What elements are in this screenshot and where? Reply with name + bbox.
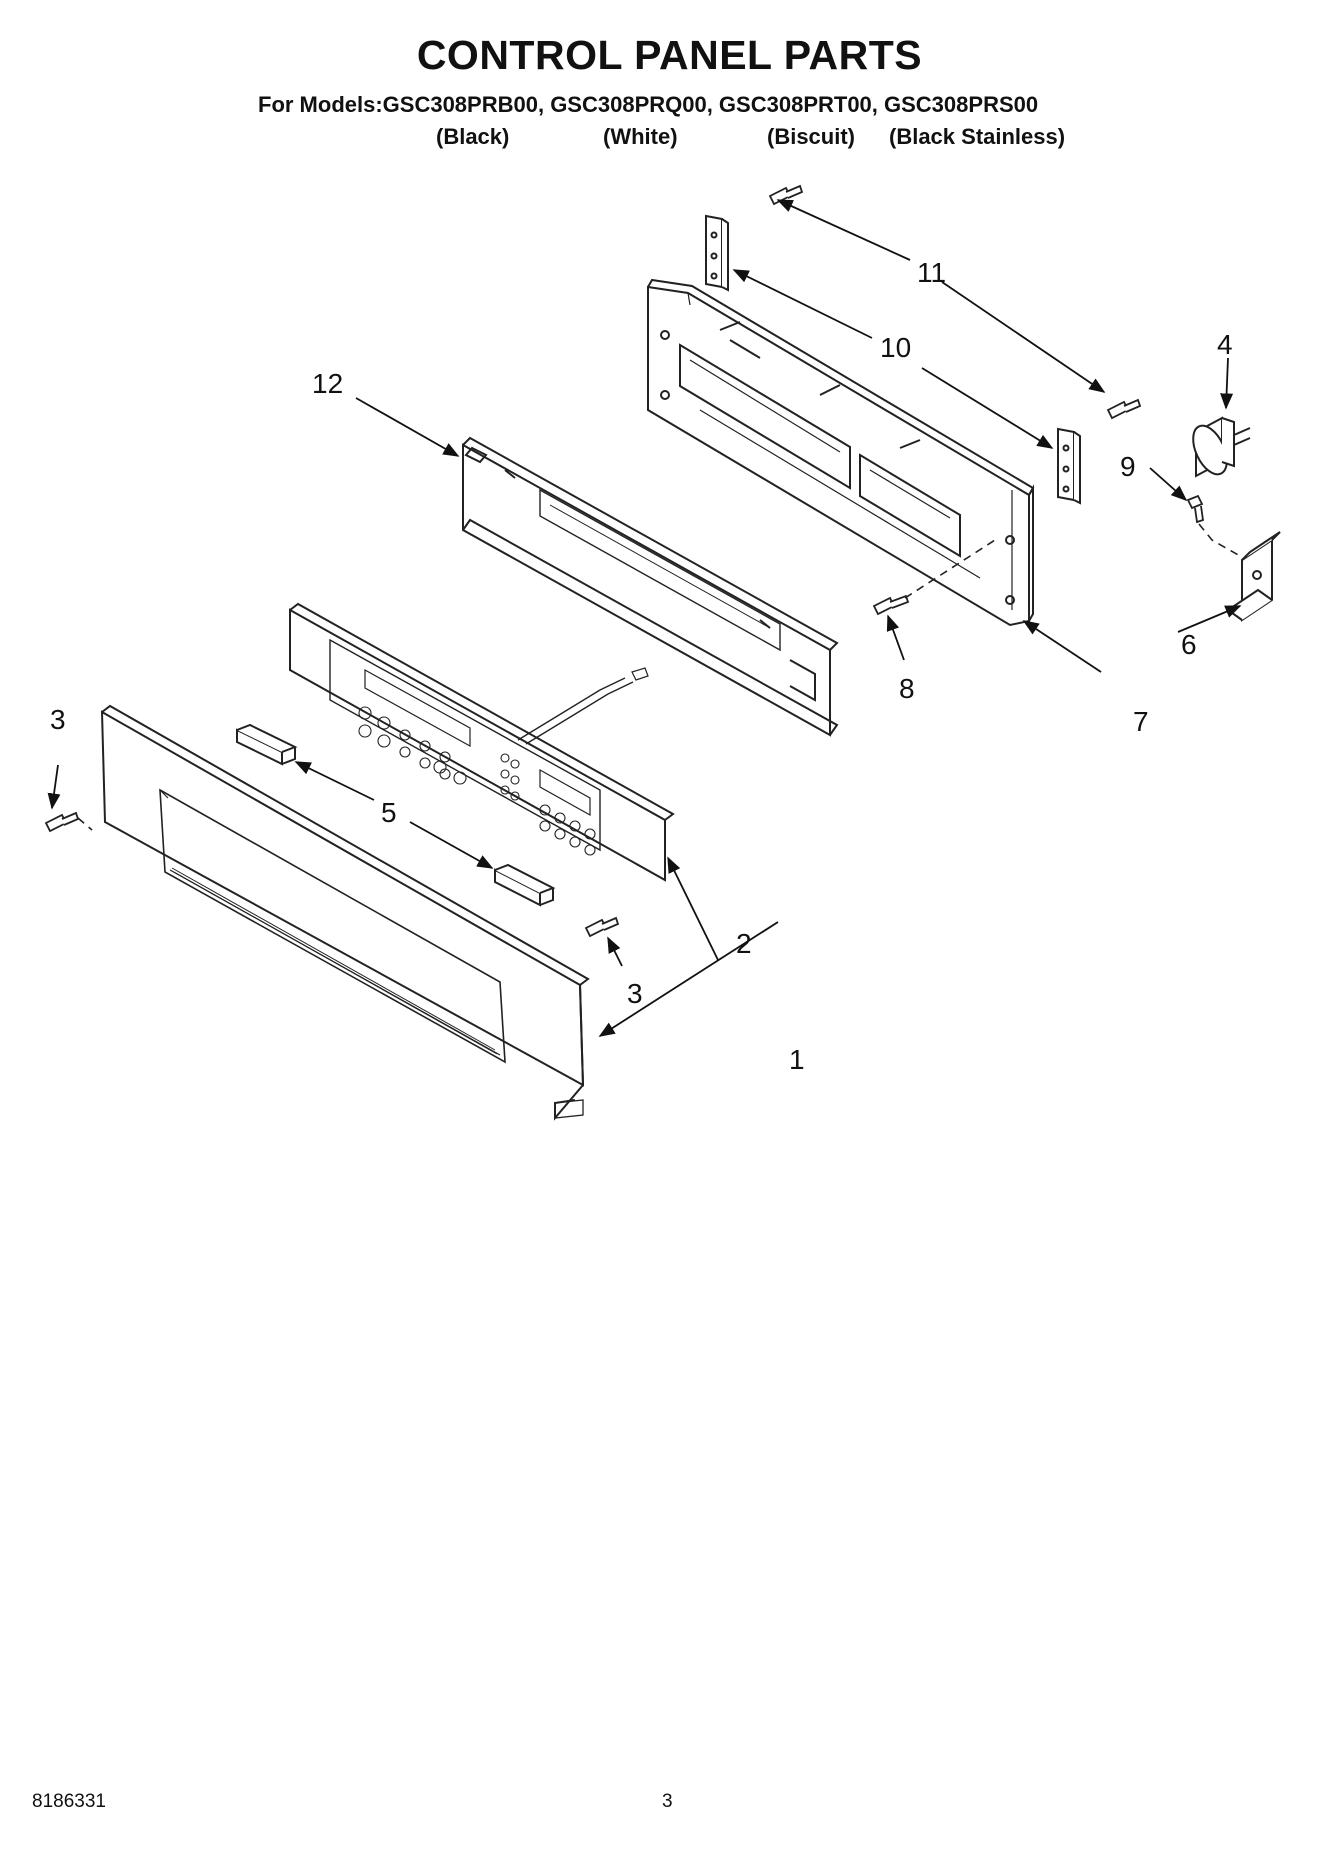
panel-support-part: [462, 436, 839, 737]
callout-3-center: 3: [627, 978, 643, 1009]
mounting-bracket-part: [1226, 531, 1281, 622]
document-number: 8186331: [32, 1791, 106, 1812]
callout-11: 11: [917, 257, 947, 288]
terminal-block-part: [1192, 416, 1251, 478]
console-trim-part: [100, 704, 590, 1121]
alignment-lines: [77, 523, 1241, 831]
color-label-white: (White): [603, 124, 678, 149]
callout-5: 5: [381, 797, 397, 828]
screw-hardware-part: [44, 184, 1204, 938]
color-label-black-stainless: (Black Stainless): [889, 124, 1066, 149]
callout-12: 12: [312, 368, 344, 399]
color-label-biscuit: (Biscuit): [767, 124, 855, 149]
callout-9: 9: [1120, 451, 1136, 482]
models-line: For Models:GSC308PRB00, GSC308PRQ00, GSC…: [258, 92, 1039, 117]
callout-leaders: [47, 199, 1242, 1037]
control-housing-part: [647, 278, 1035, 627]
page-number: 3: [662, 1791, 673, 1812]
hinge-bracket-part: [705, 214, 1081, 505]
callout-1: 1: [789, 1044, 805, 1075]
callout-2: 2: [736, 928, 752, 959]
control-overlay-part: [289, 602, 675, 882]
page-title: CONTROL PANEL PARTS: [416, 32, 923, 78]
spacer-blocks-part: [236, 723, 556, 907]
callout-7: 7: [1133, 706, 1149, 737]
callout-6: 6: [1181, 629, 1197, 660]
callout-8: 8: [899, 673, 915, 704]
callout-3-left: 3: [50, 704, 66, 735]
color-label-black: (Black): [436, 124, 510, 149]
callout-10: 10: [880, 332, 912, 363]
callout-4: 4: [1217, 329, 1233, 360]
